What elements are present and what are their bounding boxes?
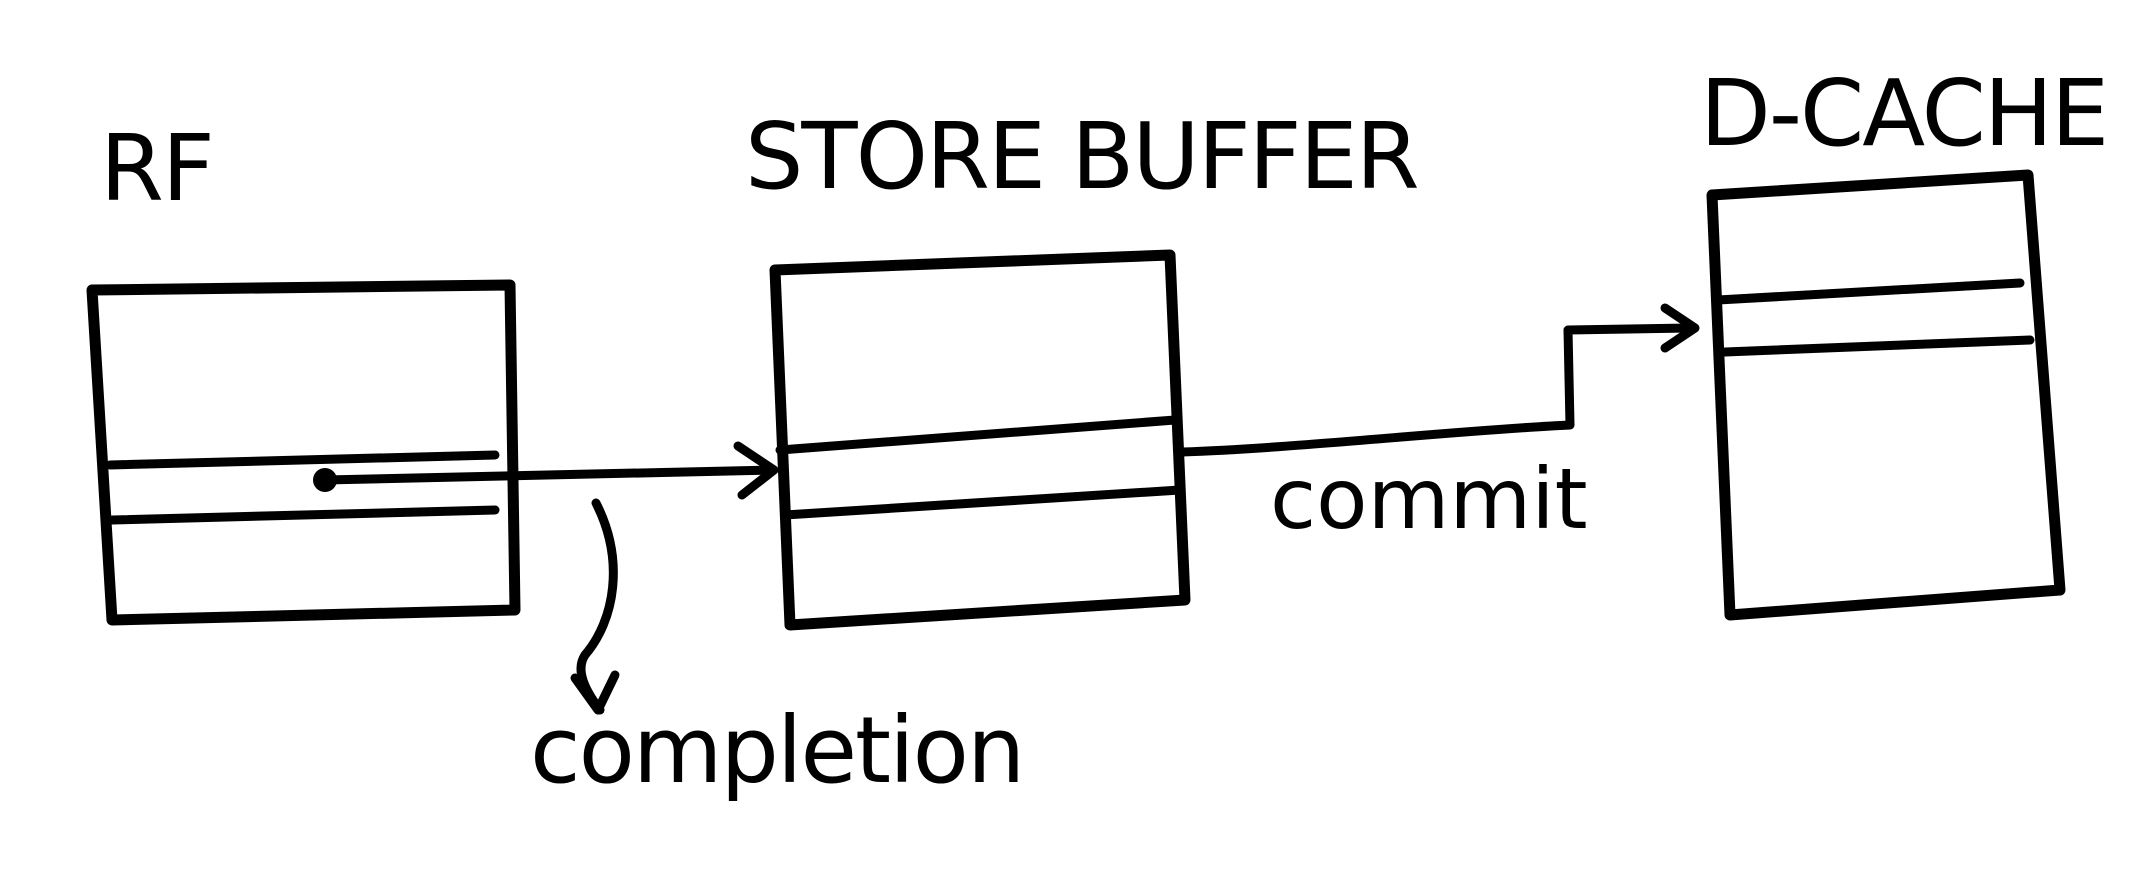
d-cache-box-outline [1706,169,2066,621]
store-buffer-label: STORE BUFFER [745,103,1418,210]
rf-label: RF [100,115,213,222]
commit-arrow [1177,303,1700,457]
store-buffer-box-outline [769,249,1191,631]
rf-block [86,279,521,626]
rf-row-divider-top [105,450,500,470]
d-cache-block [1706,169,2066,621]
rf-row-divider-bottom [107,505,500,525]
completion-label: completion [530,697,1023,804]
completion-arrow-line [320,465,777,485]
completion-callout [570,498,620,715]
d-cache-row-divider-bottom [1720,335,2035,357]
store-buffer-row-divider-bottom [780,485,1185,520]
rf-box-outline [86,279,521,626]
commit-arrowhead [1660,303,1700,353]
d-cache-row-divider-top [1713,278,2025,305]
commit-arrow-line [1177,323,1695,457]
completion-arrowhead [733,441,779,500]
store-buffer-block [769,249,1191,631]
commit-label: commit [1270,450,1588,548]
completion-arrow [313,441,779,500]
completion-callout-arrowhead [570,670,620,715]
d-cache-label: D-CACHE [1700,60,2107,167]
store-buffer-row-divider-top [775,415,1180,455]
